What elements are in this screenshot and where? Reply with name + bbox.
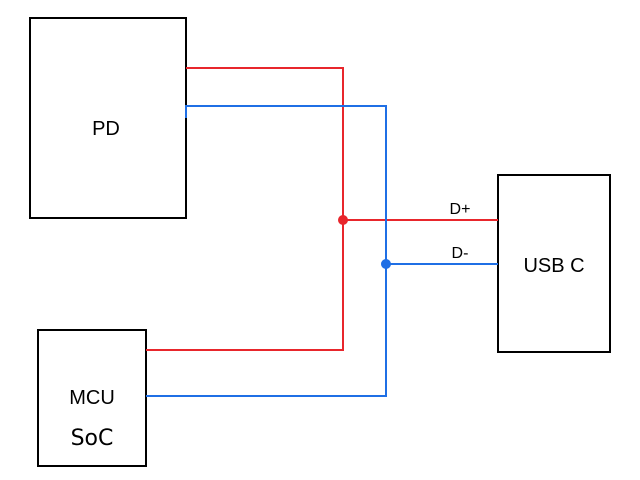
dplus-junction-dot	[338, 215, 348, 225]
dminus-label: D-	[452, 245, 469, 262]
mcu-label: MCU	[69, 387, 115, 409]
dminus-junction-dot	[381, 259, 391, 269]
soc-label: SoC	[71, 426, 114, 451]
dminus-wire-pd-mcu	[146, 105, 387, 397]
pd-block	[29, 17, 187, 219]
pd-label: PD	[92, 118, 120, 140]
dplus-wire-pd-mcu	[146, 67, 344, 351]
mcu-soc-block	[37, 329, 147, 467]
usb-c-block	[497, 174, 611, 353]
usb-c-label: USB C	[523, 255, 584, 277]
dplus-label: D+	[450, 201, 471, 218]
